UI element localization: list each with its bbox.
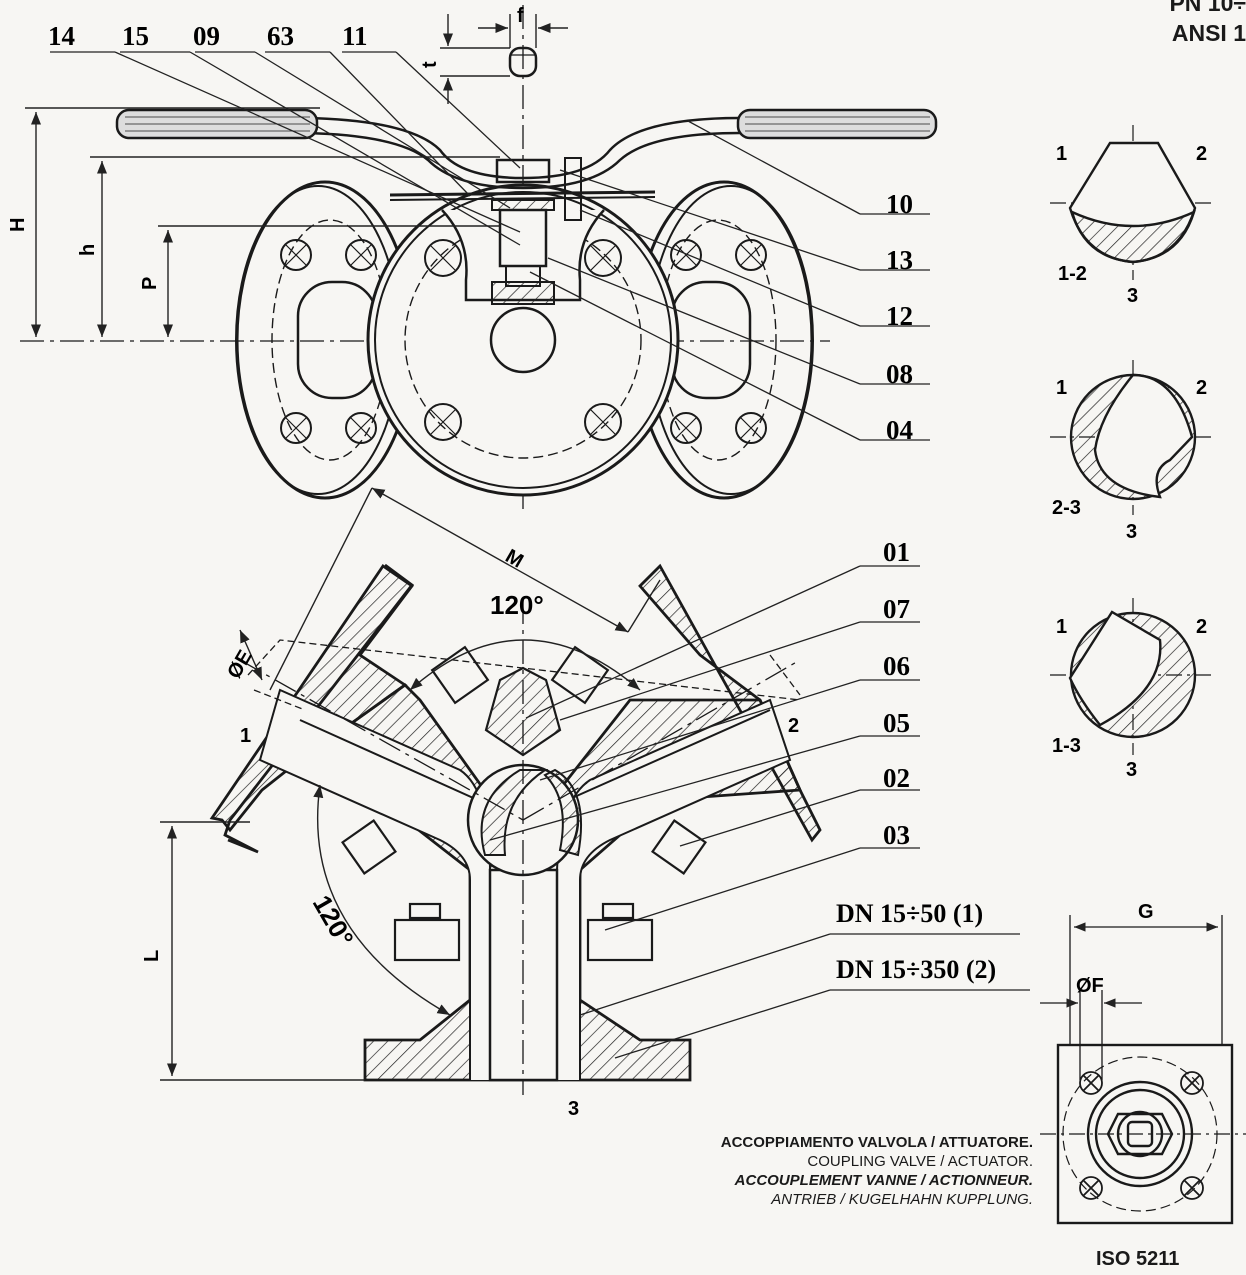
part-label-11: 11 — [342, 21, 368, 51]
dim-G: G — [1138, 901, 1154, 923]
ansi-rating: ANSI 1 — [1171, 20, 1246, 46]
dn-label-2: DN 15÷350 (2) — [836, 955, 996, 984]
dim-f: f — [517, 5, 524, 27]
part-label-63: 63 — [267, 21, 294, 51]
angle-arcs — [313, 639, 641, 1016]
ball-position-1-2 — [1050, 125, 1215, 280]
part-label-10: 10 — [886, 189, 913, 219]
ball-1-bottom: 3 — [1127, 285, 1138, 307]
leader-lines-bottom — [489, 565, 1030, 1059]
part-label-03: 03 — [883, 820, 910, 850]
ball-3-in: 1 — [1056, 616, 1067, 638]
pressure-rating-header: PN 10÷ ANSI 1 — [1169, 0, 1246, 48]
part-label-05: 05 — [883, 708, 910, 738]
part-label-14: 14 — [48, 21, 75, 51]
part-label-09: 09 — [193, 21, 220, 51]
part-label-06: 06 — [883, 651, 910, 681]
section-view — [209, 563, 822, 1095]
pressure-rating: PN 10÷ — [1169, 0, 1246, 16]
part-label-15: 15 — [122, 21, 149, 51]
port-label-3: 3 — [568, 1098, 579, 1120]
ball-3-out: 2 — [1196, 616, 1207, 638]
ball-position-2-3 — [1050, 360, 1215, 515]
dim-t: t — [419, 61, 441, 68]
leader-lines-top — [50, 51, 930, 441]
ball-1-label: 1-2 — [1058, 263, 1087, 285]
dim-F: ØF — [1076, 975, 1104, 997]
dim-P: P — [139, 277, 161, 290]
dim-E: ØE — [223, 646, 257, 682]
ball-2-bottom: 3 — [1126, 521, 1137, 543]
ball-positions — [1050, 125, 1215, 755]
ball-2-in: 1 — [1056, 377, 1067, 399]
ball-3-label: 1-3 — [1052, 735, 1081, 757]
angle-top: 120° — [490, 590, 544, 620]
dn-label-1: DN 15÷50 (1) — [836, 899, 983, 928]
coupling-caption-fr: ACCOUPLEMENT VANNE / ACTIONNEUR. — [734, 1172, 1033, 1189]
iso-flange — [1040, 915, 1246, 1225]
ball-1-in: 1 — [1056, 143, 1067, 165]
dim-h: h — [77, 244, 99, 256]
part-label-04: 04 — [886, 415, 913, 445]
part-label-07: 07 — [883, 594, 910, 624]
coupling-caption: ACCOPPIAMENTO VALVOLA / ATTUATORE. COUPL… — [721, 1133, 1033, 1209]
section-dimensions — [160, 487, 661, 1081]
part-label-02: 02 — [883, 763, 910, 793]
part-label-08: 08 — [886, 359, 913, 389]
ball-3-bottom: 3 — [1126, 759, 1137, 781]
port-label-1: 1 — [240, 725, 251, 747]
ball-1-out: 2 — [1196, 143, 1207, 165]
part-label-12: 12 — [886, 301, 913, 331]
port-label-2: 2 — [788, 715, 799, 737]
front-view — [20, 5, 938, 510]
coupling-caption-en: COUPLING VALVE / ACTUATOR. — [807, 1153, 1033, 1170]
dim-M: M — [502, 545, 527, 572]
iso-standard-label: ISO 5211 — [1096, 1248, 1180, 1270]
part-label-13: 13 — [886, 245, 913, 275]
ball-labels: 1 2 1-2 3 1 2 2-3 3 1 2 1-3 3 — [1052, 143, 1207, 781]
coupling-caption-it: ACCOPPIAMENTO VALVOLA / ATTUATORE. — [720, 1134, 1033, 1151]
ball-2-out: 2 — [1196, 377, 1207, 399]
ball-position-1-3 — [1050, 598, 1215, 755]
dim-H: H — [7, 218, 29, 232]
dim-L: L — [141, 950, 163, 962]
angle-left: 120° — [307, 890, 360, 952]
part-label-01: 01 — [883, 537, 910, 567]
ball-2-label: 2-3 — [1052, 497, 1081, 519]
coupling-caption-de: ANTRIEB / KUGELHAHN KUPPLUNG. — [771, 1191, 1033, 1208]
